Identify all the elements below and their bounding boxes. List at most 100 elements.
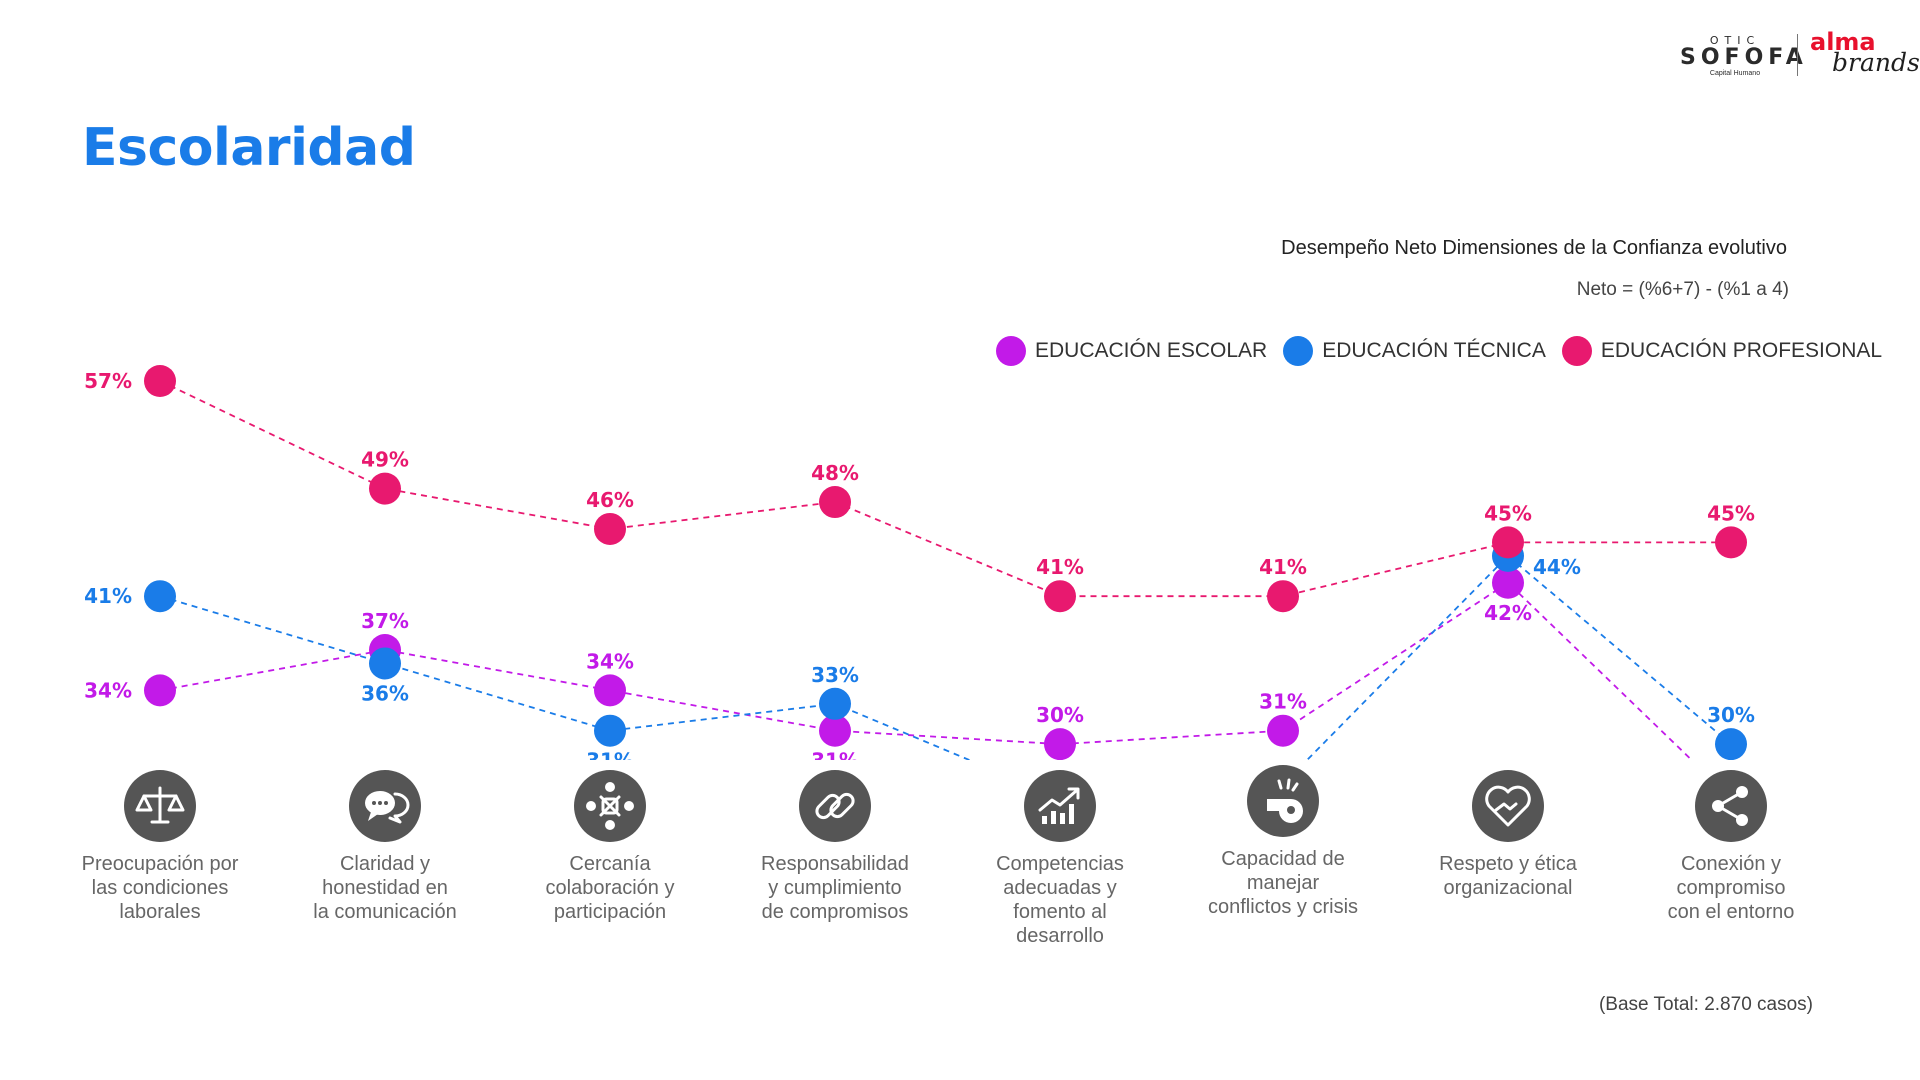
whistle-icon [1247,765,1319,837]
category-label-line: la comunicación [313,901,457,923]
growth-chart-icon [1024,770,1096,842]
data-label-tecnica: 30% [1707,703,1755,727]
handshake-heart-icon [1472,770,1544,842]
brands-logo: brands [1832,48,1920,77]
category-label-line: Conexión y [1680,853,1782,875]
series-line-tecnica [159,554,1732,760]
data-label-tecnica: 31% [586,749,634,760]
sofofa-logo-subtitle: Capital Humano [1709,70,1761,77]
data-label-profesional: 45% [1707,501,1755,525]
data-label-escolar: 31% [811,749,859,760]
category-label-line: organizacional [1443,877,1573,899]
data-point-profesional [1044,580,1076,613]
data-point-profesional [369,472,401,505]
link-icon [799,770,871,842]
data-point-tecnica [144,580,176,613]
data-label-profesional: 41% [1259,555,1307,579]
category-label-line: participación [553,901,667,923]
base-note: (Base Total: 2.870 casos) [1598,994,1813,1015]
data-point-escolar [144,674,176,707]
data-point-profesional [1715,526,1747,559]
data-point-escolar [819,714,851,747]
category-label-line: Preocupación por [81,853,239,875]
chart-legend: EDUCACIÓN ESCOLAR EDUCACIÓN TÉCNICA EDUC… [996,336,1898,366]
collaboration-icon [574,770,646,842]
legend-item-escolar: EDUCACIÓN ESCOLAR [996,336,1267,366]
data-label-escolar: 34% [84,678,132,702]
category-label-line: Claridad y [339,853,431,875]
partner-logos: OTIC SOFOFA Capital Humano alma brands [1680,28,1920,80]
category-label-line: y cumplimiento [768,877,902,899]
legend-marker-tecnica [1283,336,1314,366]
logo-divider [1797,34,1798,76]
data-label-tecnica: 33% [811,663,859,687]
data-point-profesional [144,365,176,397]
alma-logo: alma [1810,28,1876,56]
category-label-line: Capacidad de [1221,848,1345,870]
data-label-profesional: 57% [84,369,132,393]
data-point-tecnica [1715,728,1747,760]
data-label-profesional: 46% [586,488,634,512]
data-point-escolar [1492,566,1524,599]
category-label-line: colaboración y [545,877,675,899]
category-label-line: adecuadas y [1003,877,1117,899]
page-title: Escolaridad [82,118,416,178]
data-point-tecnica [594,714,626,747]
data-label-profesional: 48% [811,461,859,485]
data-label-escolar: 31% [1259,690,1307,714]
category-label-line: Responsabilidad [761,853,909,875]
data-point-escolar [1267,714,1299,747]
legend-marker-profesional [1561,336,1592,366]
category-label-line: fomento al [1013,901,1107,923]
data-label-profesional: 45% [1484,501,1532,525]
series-line-profesional [159,380,1731,598]
chart-title: Desempeño Neto Dimensiones de la Confian… [1281,237,1787,259]
data-label-escolar: 37% [361,609,409,633]
otic-logo-text: OTIC [1709,34,1761,47]
legend-label-profesional: EDUCACIÓN PROFESIONAL [1600,339,1883,362]
data-label-escolar: 34% [586,649,634,673]
category-label-line: desarrollo [1016,925,1104,947]
category-label-line: laborales [119,901,201,923]
line-chart: 34%37%34%31%30%31%42%26%41%36%31%33%26%2… [84,365,1755,760]
data-point-profesional [594,512,626,545]
category-label-line: Respeto y ética [1439,853,1577,875]
data-point-profesional [1492,526,1524,559]
category-label-line: de compromisos [761,901,909,923]
data-point-tecnica [819,687,851,720]
category-label-line: Cercanía [569,853,651,875]
data-label-profesional: 41% [1036,555,1084,579]
legend-label-escolar: EDUCACIÓN ESCOLAR [1035,339,1268,362]
data-point-escolar [1044,728,1076,760]
series-line-escolar [159,581,1693,760]
data-point-escolar [594,674,626,707]
legend-marker-escolar [996,336,1026,366]
category-label-line: Competencias [996,853,1124,875]
data-point-profesional [1267,580,1299,613]
chart-formula: Neto = (%6+7) - (%1 a 4) [1576,279,1789,300]
data-label-tecnica: 36% [361,681,409,705]
data-point-profesional [819,486,851,519]
category-label-line: con el entorno [1667,901,1795,923]
legend-item-profesional: EDUCACIÓN PROFESIONAL [1561,336,1883,366]
chat-bubbles-icon [349,770,421,842]
data-label-tecnica: 44% [1533,555,1581,579]
category-label-line: honestidad en [322,877,448,899]
legend-item-tecnica: EDUCACIÓN TÉCNICA [1283,336,1546,366]
data-label-profesional: 49% [361,448,409,472]
category-label-line: conflictos y crisis [1207,896,1359,918]
